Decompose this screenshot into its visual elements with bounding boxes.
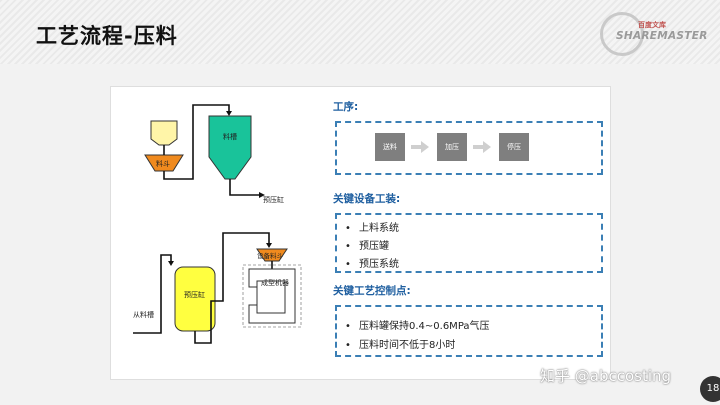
list-item: •上料系统: [345, 223, 399, 234]
step-feed: 送料: [375, 133, 405, 161]
step-press: 加压: [437, 133, 467, 161]
tank-shape: [208, 115, 252, 180]
logo-ring-icon: [600, 12, 644, 56]
pre-press-tank-label: 预压缸: [184, 290, 205, 299]
tank-label: 料槽: [223, 132, 237, 141]
equipment-heading: 关键设备工装:: [333, 193, 401, 205]
slide-title: 工艺流程-压料: [36, 24, 178, 48]
content-panel: 料斗 料槽 预压缸 从料槽 预压缸 设备料斗 成型机器 工序: 送料 加压: [110, 86, 611, 380]
control-heading: 关键工艺控制点:: [333, 285, 411, 297]
feed-slot-shape: [256, 248, 288, 262]
process-heading: 工序:: [333, 101, 359, 113]
hopper-shape: [150, 120, 178, 146]
list-item: •预压系统: [345, 259, 399, 270]
list-item: •预压罐: [345, 241, 389, 252]
arrow-icon: [411, 141, 429, 153]
hopper-label: 料斗: [156, 159, 170, 168]
from-tank-label: 从料槽: [133, 310, 154, 319]
page-number: 18: [700, 376, 720, 402]
logo-tag: 百度文库: [638, 21, 666, 29]
list-item: •压料时间不低于8小时: [345, 340, 456, 351]
equipment-box: •上料系统 •预压罐 •预压系统: [335, 213, 603, 273]
process-diagram: 料斗 料槽 预压缸 从料槽 预压缸 设备料斗 成型机器: [133, 104, 302, 344]
control-box: •压料罐保持0.4~0.6MPa气压 •压料时间不低于8小时: [335, 305, 603, 357]
molding-machine-shape: [248, 268, 296, 324]
step-stop: 停压: [499, 133, 529, 161]
feed-slot-label: 设备料斗: [257, 251, 284, 260]
pre-press-tank-shape: [174, 266, 216, 332]
arrow-icon: [473, 141, 491, 153]
pre-press-out-label: 预压缸: [263, 195, 284, 204]
list-item: •压料罐保持0.4~0.6MPa气压: [345, 321, 490, 332]
process-box: 送料 加压 停压: [335, 121, 603, 175]
logo-text: SHAREMASTER: [616, 30, 708, 42]
funnel-shape: [144, 154, 184, 172]
watermark: 知乎 @abccosting: [540, 367, 672, 385]
molding-label: 成型机器: [261, 278, 289, 287]
sharemaster-logo: 百度文库 SHAREMASTER: [598, 10, 708, 56]
